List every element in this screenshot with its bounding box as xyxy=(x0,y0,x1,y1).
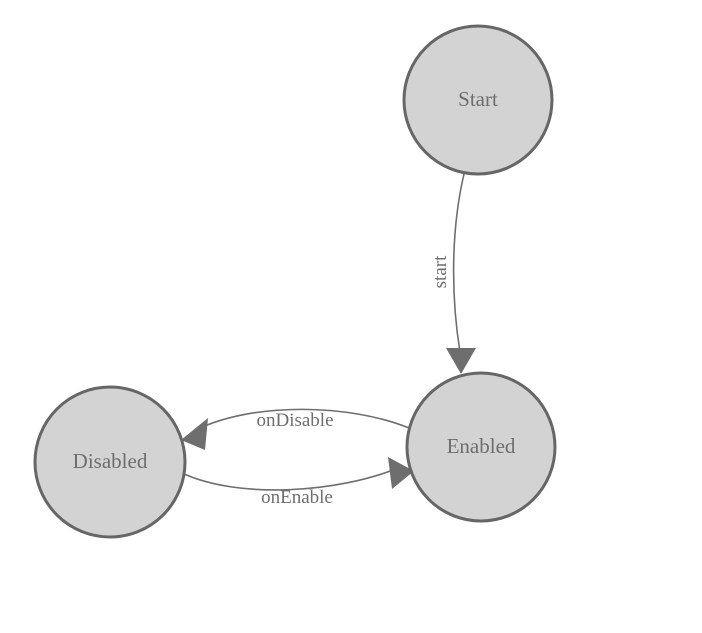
node-start[interactable]: Start xyxy=(402,24,554,176)
node-start-label: Start xyxy=(458,87,498,111)
node-enabled-circle xyxy=(405,371,557,523)
edge-start-to-enabled-path xyxy=(452,173,465,353)
edge-enabled-to-disabled-path xyxy=(197,408,410,430)
edge-enabled-to-disabled-arrowhead-icon xyxy=(181,418,208,450)
edge-label-start: start xyxy=(430,255,451,288)
edge-label-onenable: onEnable xyxy=(261,487,333,508)
node-enabled-label: Enabled xyxy=(447,434,516,458)
edge-start-to-enabled-arrowhead-icon xyxy=(446,348,476,374)
node-enabled[interactable]: Enabled xyxy=(405,371,557,523)
node-disabled-label: Disabled xyxy=(73,449,148,473)
edge-disabled-to-enabled[interactable]: onEnable xyxy=(181,457,414,508)
node-start-circle xyxy=(402,24,554,176)
edge-label-ondisable: onDisable xyxy=(256,410,333,431)
node-disabled[interactable]: Disabled xyxy=(33,385,187,539)
edge-enabled-to-disabled[interactable]: onDisable xyxy=(181,408,410,450)
edge-disabled-to-enabled-path xyxy=(181,467,399,491)
edge-start-to-enabled[interactable]: start xyxy=(430,173,476,374)
node-disabled-circle xyxy=(33,385,187,539)
edge-disabled-to-enabled-arrowhead-icon xyxy=(388,457,414,489)
